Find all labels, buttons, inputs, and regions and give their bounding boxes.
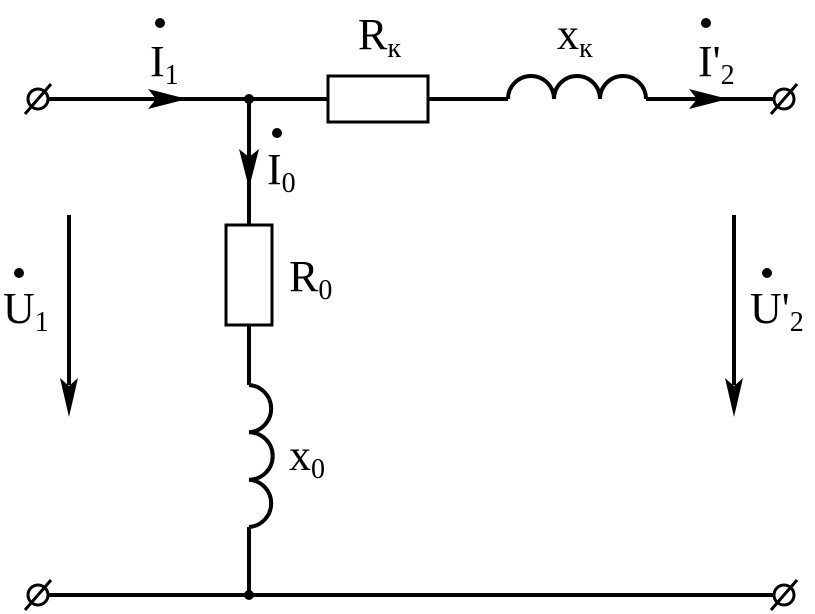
label-i1: I1	[150, 37, 179, 91]
label-rk: Rк	[358, 10, 401, 64]
shunt-resistor-r0	[224, 223, 274, 327]
shunt-inductor-x0	[248, 383, 275, 529]
current-i1-arrow	[148, 89, 187, 109]
label-u2: U'2	[750, 284, 804, 338]
label-i2: I'2	[698, 37, 735, 91]
junction-bottom	[244, 590, 254, 600]
voltage-u2-arrow	[725, 215, 743, 417]
label-r0: R0	[289, 252, 332, 306]
label-u1: U1	[3, 284, 49, 338]
terminal-output-top	[769, 83, 799, 115]
label-i0: I0	[267, 145, 296, 199]
junction-top	[244, 94, 254, 104]
u1-phasor-dot	[14, 268, 24, 278]
i1-phasor-dot	[155, 18, 165, 28]
terminal-input-top	[23, 83, 53, 115]
series-resistor-rk	[326, 74, 430, 124]
wires	[38, 97, 784, 597]
terminal-input-bottom	[23, 579, 53, 611]
current-i2-arrow	[689, 89, 728, 109]
i0-phasor-dot	[272, 128, 282, 138]
u2-phasor-dot	[762, 268, 772, 278]
label-x0: x0	[289, 431, 325, 485]
label-xk: xк	[557, 10, 593, 64]
voltage-u1-arrow	[60, 215, 78, 417]
terminal-output-bottom	[769, 579, 799, 611]
i2-phasor-dot	[701, 18, 711, 28]
series-inductor-xk	[506, 74, 648, 100]
current-i0-arrow	[239, 149, 259, 188]
